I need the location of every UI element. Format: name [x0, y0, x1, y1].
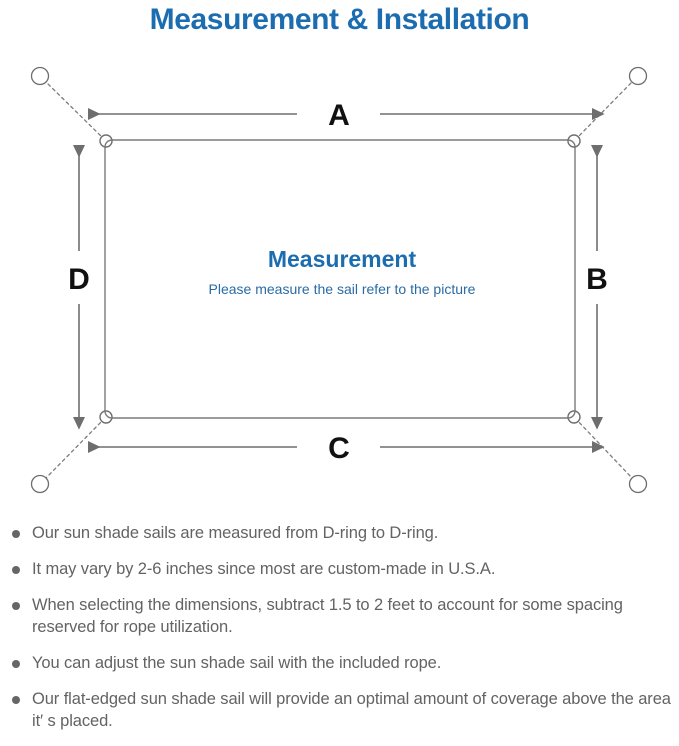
anchor-points	[30, 66, 648, 494]
list-item: When selecting the dimensions, subtract …	[0, 594, 679, 638]
shade-sail-body	[104, 139, 576, 419]
rope-top-right	[574, 81, 633, 141]
dimension-a-label: A	[328, 99, 350, 132]
d-ring-top-left	[99, 134, 113, 148]
diagram-center-title: Measurement	[268, 246, 417, 272]
bullet-icon	[12, 660, 20, 668]
list-item: You can adjust the sun shade sail with t…	[0, 652, 679, 674]
bullet-icon	[12, 530, 20, 538]
bullet-icon	[12, 566, 20, 574]
list-item: Our flat-edged sun shade sail will provi…	[0, 688, 679, 732]
note-text: Our sun shade sails are measured from D-…	[32, 524, 439, 542]
bullet-icon	[12, 696, 20, 704]
bullet-icon	[12, 602, 20, 610]
list-item: Our sun shade sails are measured from D-…	[0, 522, 679, 544]
rope-top-left	[45, 81, 106, 141]
page-title: Measurement & Installation	[149, 3, 530, 36]
dimension-d-label: D	[68, 263, 90, 296]
anchor-point-bottom-left	[30, 474, 50, 494]
note-text: When selecting the dimensions, subtract …	[32, 596, 623, 636]
rope-bottom-left	[45, 417, 106, 479]
anchor-point-top-left	[30, 66, 50, 86]
note-text: You can adjust the sun shade sail with t…	[32, 654, 442, 672]
d-ring-top-right	[567, 134, 581, 148]
d-ring-bottom-left	[99, 410, 113, 424]
sail-corner-arcs	[104, 139, 576, 419]
anchor-point-bottom-right	[628, 474, 648, 494]
rope-bottom-right	[574, 417, 633, 479]
diagram-center-subtitle: Please measure the sail refer to the pic…	[209, 281, 476, 297]
measurement-diagram: A C D B Measurement Please measure the s…	[0, 46, 679, 516]
d-rings	[99, 134, 581, 424]
dimension-c-label: C	[328, 432, 350, 465]
d-ring-bottom-right	[567, 410, 581, 424]
notes-list: Our sun shade sails are measured from D-…	[0, 522, 679, 746]
note-text: It may vary by 2-6 inches since most are…	[32, 560, 496, 578]
list-item: It may vary by 2-6 inches since most are…	[0, 558, 679, 580]
note-text: Our flat-edged sun shade sail will provi…	[32, 690, 671, 730]
dimension-b-label: B	[586, 263, 608, 296]
anchor-point-top-right	[628, 66, 648, 86]
